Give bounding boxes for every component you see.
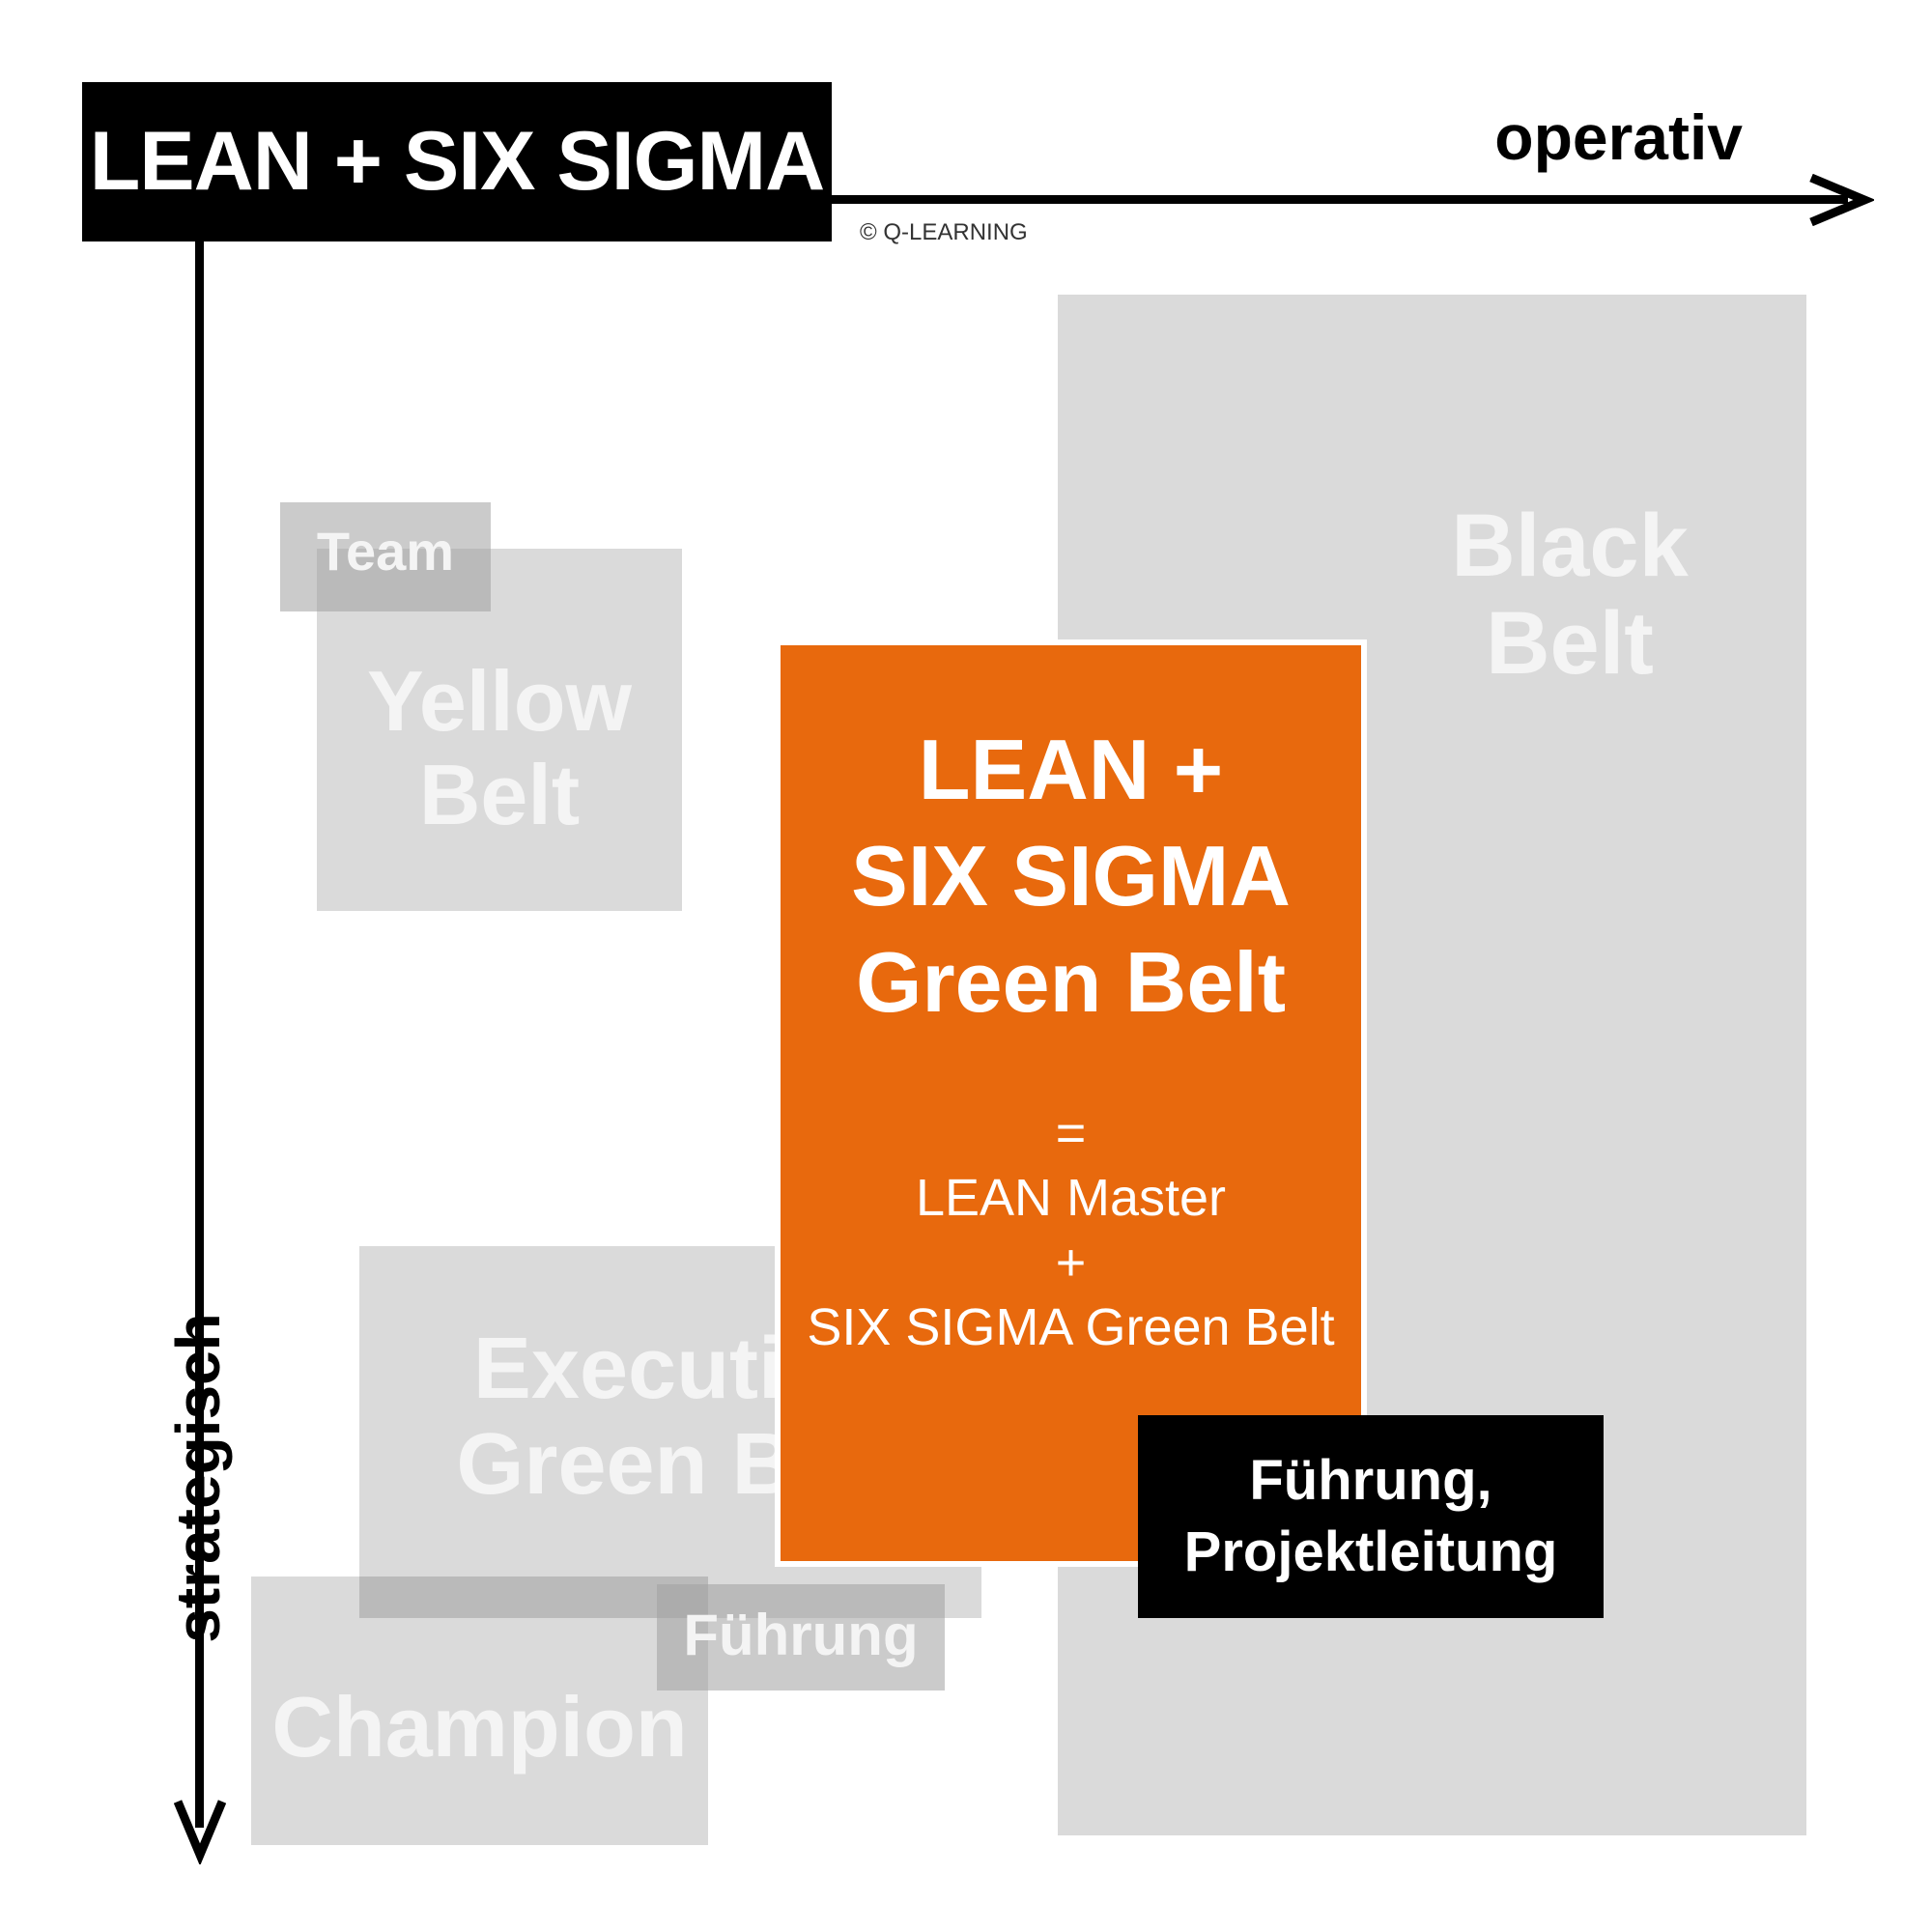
lean-master-text: LEAN Master	[915, 1169, 1227, 1227]
copyright-notice: © Q-LEARNING	[860, 219, 1028, 245]
leadership-box: Führung, Projektleitung	[1138, 1415, 1604, 1618]
champion-label: Champion	[271, 1679, 688, 1775]
green-belt-title: LEAN + SIX SIGMA Green Belt	[775, 717, 1367, 1036]
down-arrow-icon	[174, 1800, 226, 1864]
fuehrung-label: Führung	[683, 1603, 919, 1667]
champion-box	[251, 1577, 708, 1845]
green-belt-box	[775, 639, 1367, 1567]
right-arrow-icon	[1809, 174, 1874, 226]
green-belt-description: = LEAN Master + SIX SIGMA Green Belt	[775, 1101, 1367, 1360]
champion-overlap-overlay	[359, 1577, 708, 1618]
axis-label-operativ: operativ	[1494, 101, 1743, 173]
yellow-belt-label: Yellow Belt	[317, 653, 682, 842]
vertical-axis-line	[195, 242, 204, 1828]
green-belt-title-line1: LEAN +	[918, 722, 1224, 817]
leadership-label: Führung, Projektleitung	[1184, 1445, 1558, 1588]
yellow-belt-line1: Yellow	[367, 653, 632, 749]
plus-sign: +	[1055, 1234, 1087, 1292]
green-belt-title-line3: Green Belt	[855, 934, 1287, 1030]
axis-label-strategisch: strategisch	[163, 1313, 233, 1643]
team-tab	[280, 502, 491, 611]
leadership-line2: Projektleitung	[1183, 1520, 1558, 1583]
diagram-title: LEAN + SIX SIGMA	[89, 115, 826, 208]
fuehrung-tab	[657, 1584, 945, 1690]
title-box: LEAN + SIX SIGMA	[82, 82, 832, 242]
green-belt-title-line2: SIX SIGMA	[851, 828, 1291, 923]
team-label: Team	[316, 521, 455, 582]
black-belt-label: Black Belt	[1352, 497, 1787, 693]
six-sigma-green-belt-text: SIX SIGMA Green Belt	[807, 1298, 1335, 1356]
leadership-line1: Führung,	[1249, 1449, 1492, 1512]
equals-sign: =	[1055, 1104, 1087, 1162]
black-belt-line1: Black	[1451, 497, 1689, 595]
yellow-belt-line2: Belt	[418, 746, 581, 842]
horizontal-axis-line	[832, 195, 1848, 204]
black-belt-line2: Belt	[1486, 594, 1654, 694]
